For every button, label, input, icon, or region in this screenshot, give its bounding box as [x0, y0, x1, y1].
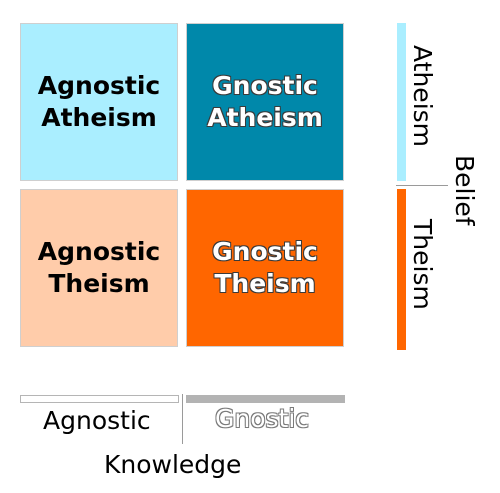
belief-divider [396, 185, 448, 186]
agnostic-label: Agnostic [43, 406, 151, 435]
theism-label: Theism [408, 219, 437, 310]
cell-gnostic-atheism: Gnostic Atheism [186, 23, 344, 181]
knowledge-divider [182, 394, 183, 444]
cell-agnostic-atheism-line2: Atheism [41, 103, 157, 132]
cell-agnostic-theism-line1: Agnostic [37, 237, 161, 266]
gnostic-bar [186, 395, 345, 403]
cell-gnostic-atheism-line2: Atheism [207, 103, 323, 132]
cell-agnostic-atheism: Agnostic Atheism [20, 23, 178, 181]
cell-gnostic-atheism-line1: Gnostic [212, 71, 318, 100]
belief-axis-label: Belief [450, 155, 479, 226]
agnostic-bar [20, 395, 179, 403]
atheism-label: Atheism [408, 45, 437, 148]
cell-gnostic-theism-line2: Theism [214, 269, 316, 298]
cell-gnostic-theism: Gnostic Theism [186, 189, 344, 347]
cell-agnostic-atheism-line1: Agnostic [37, 71, 161, 100]
atheism-bar [397, 23, 406, 181]
cell-agnostic-theism-line2: Theism [48, 269, 150, 298]
gnostic-label: Gnostic [215, 404, 310, 433]
cell-gnostic-theism-line1: Gnostic [212, 237, 318, 266]
knowledge-axis-label: Knowledge [104, 450, 242, 479]
cell-agnostic-theism: Agnostic Theism [20, 189, 178, 347]
theism-bar [397, 189, 406, 350]
